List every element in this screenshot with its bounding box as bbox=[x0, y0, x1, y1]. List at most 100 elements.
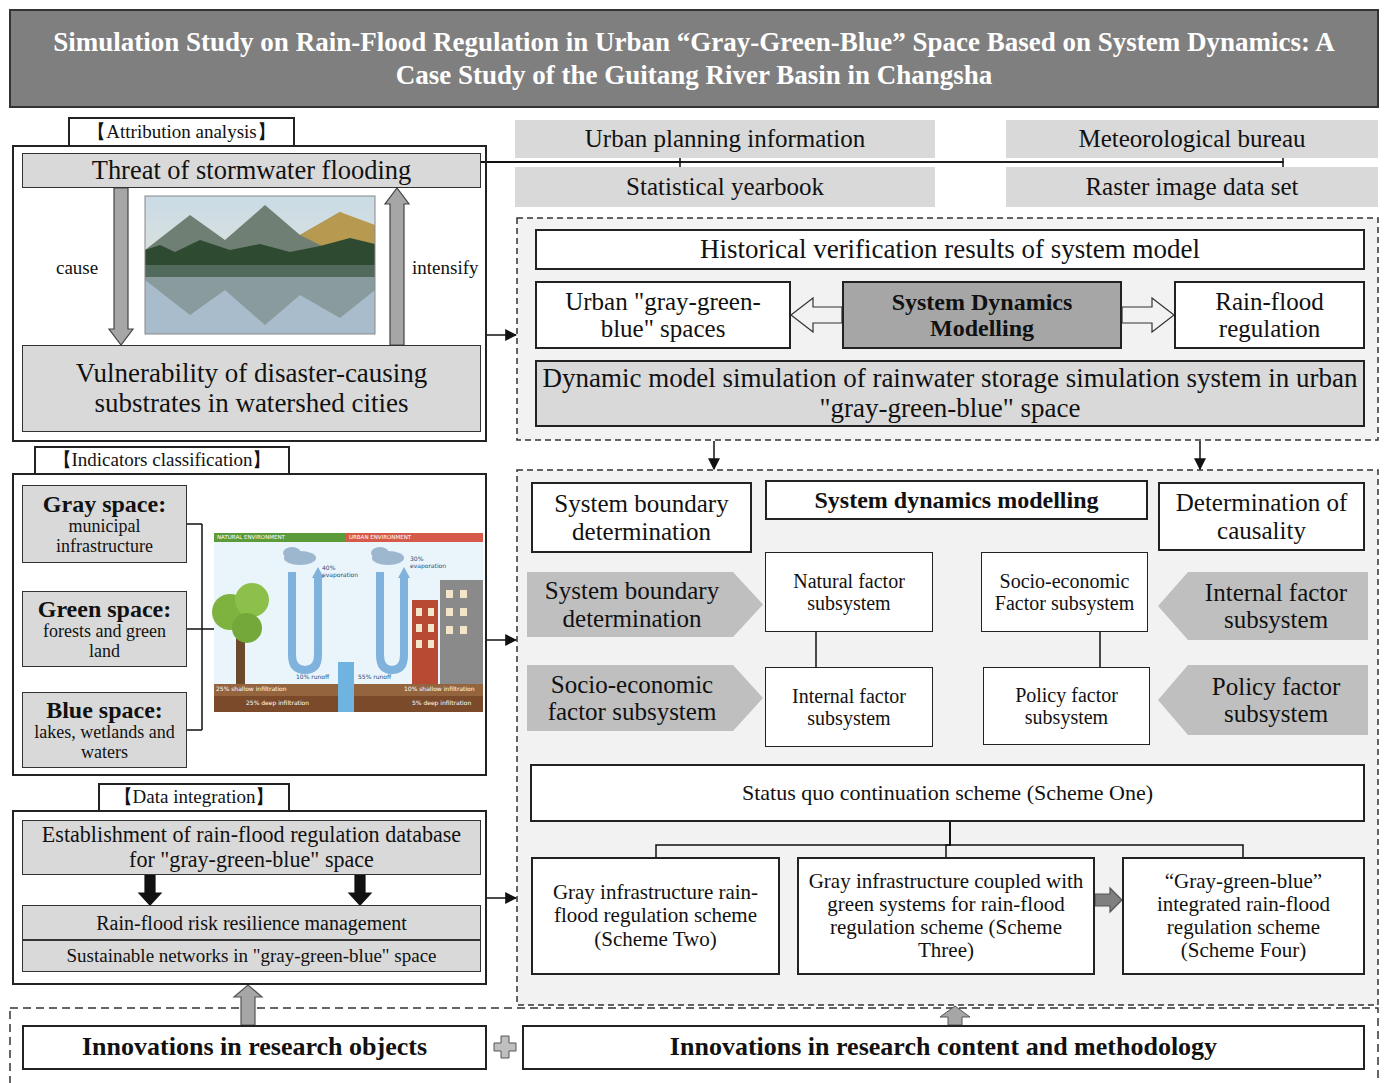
title-text: Simulation Study on Rain-Flood Regulatio… bbox=[10, 10, 1378, 107]
block-arrow bbox=[349, 875, 371, 905]
connector bbox=[816, 632, 817, 667]
node-text: Gray infrastructure rain-flood regulatio… bbox=[538, 881, 773, 950]
node-text: Establishment of rain-flood regulation d… bbox=[28, 823, 475, 872]
connector bbox=[349, 875, 371, 905]
photo-frame bbox=[145, 196, 375, 334]
building bbox=[412, 600, 438, 684]
flow-arrow bbox=[487, 334, 516, 336]
node-text: System Dynamics Modelling bbox=[849, 289, 1115, 342]
photo-mountain bbox=[145, 205, 375, 265]
window bbox=[416, 640, 422, 648]
flow-arrow bbox=[487, 639, 516, 641]
connector-line bbox=[1099, 632, 1101, 667]
photo-sky bbox=[145, 196, 375, 334]
connector bbox=[109, 188, 133, 345]
illustration-label: 40% evaporation bbox=[322, 565, 366, 579]
section-panel: 【Indicators classification】Gray space:mu… bbox=[12, 473, 487, 776]
innovation-box: Innovations in research content and meth… bbox=[522, 1025, 1365, 1070]
node-text: Policy factor subsystem bbox=[989, 684, 1144, 728]
gray-box: Establishment of rain-flood regulation d… bbox=[22, 820, 481, 875]
chevron-fill bbox=[1158, 572, 1368, 640]
node-subtext: lakes, wetlands and waters bbox=[28, 723, 181, 763]
section-panel: 【Data integration】Establishment of rain-… bbox=[12, 810, 487, 985]
window bbox=[446, 590, 453, 598]
window bbox=[460, 608, 467, 616]
node-text: Blue space: bbox=[28, 697, 181, 723]
gray-box: Dynamic model simulation of rainwater st… bbox=[535, 360, 1365, 427]
node-text: Meteorological bureau bbox=[1011, 125, 1373, 153]
process-box: Rain-flood regulation bbox=[1174, 281, 1365, 349]
photo-reflection bbox=[145, 265, 375, 277]
process-box: Policy factor subsystem bbox=[983, 667, 1150, 745]
node-text: Natural factor subsystem bbox=[771, 570, 927, 614]
block-arrow bbox=[139, 875, 161, 905]
window bbox=[416, 608, 422, 616]
node-subtext: forests and green land bbox=[28, 622, 181, 662]
window bbox=[428, 624, 434, 632]
connector bbox=[385, 188, 409, 345]
photo-reflection bbox=[145, 265, 375, 325]
node-text: Internal factor subsystem bbox=[1190, 579, 1362, 634]
node-text: Sustainable networks in "gray-green-blue… bbox=[28, 946, 475, 967]
process-box: Historical verification results of syste… bbox=[535, 229, 1365, 270]
gray-box: Rain-flood risk resilience management bbox=[22, 905, 481, 940]
process-box: Socio-economic Factor subsystem bbox=[981, 552, 1148, 632]
gray-box: Sustainable networks in "gray-green-blue… bbox=[22, 940, 481, 972]
scheme-box: Gray infrastructure rain-flood regulatio… bbox=[531, 857, 780, 975]
illustration-label: 10% runoff bbox=[296, 674, 329, 681]
node-text: Threat of stormwater flooding bbox=[28, 156, 475, 185]
node-text: Status quo continuation scheme (Scheme O… bbox=[537, 781, 1358, 805]
photo-trees bbox=[145, 238, 375, 265]
building bbox=[440, 580, 483, 684]
section-heading: 【Data integration】 bbox=[98, 783, 290, 810]
chevron-box: Policy factor subsystem bbox=[1158, 665, 1368, 735]
source-band: Statistical yearbook bbox=[515, 167, 935, 207]
flow-arrow bbox=[713, 441, 715, 469]
node-text: Green space: bbox=[28, 596, 181, 622]
process-box: Natural factor subsystem bbox=[765, 552, 933, 632]
category-box: Green space:forests and green land bbox=[22, 591, 187, 667]
connector bbox=[656, 822, 950, 857]
tree-canopy bbox=[235, 583, 269, 617]
dashed-panel bbox=[517, 470, 1378, 1005]
node-text: Rain-flood risk resilience management bbox=[28, 912, 475, 934]
node-text: Urban planning information bbox=[520, 125, 930, 153]
source-band: Raster image data set bbox=[1006, 167, 1378, 207]
source-band: Urban planning information bbox=[515, 120, 935, 158]
node-text: System boundary determination bbox=[533, 577, 731, 632]
block-arrow bbox=[1095, 888, 1122, 912]
scheme-box: “Gray-green-blue” integrated rain-flood … bbox=[1122, 857, 1365, 975]
illustration-label: 5% deep infiltration bbox=[412, 700, 471, 707]
building-windows bbox=[416, 590, 467, 648]
node-text: Historical verification results of syste… bbox=[542, 235, 1358, 265]
connector bbox=[950, 822, 1243, 857]
core-box: System Dynamics Modelling bbox=[842, 281, 1122, 349]
connector-line bbox=[656, 822, 950, 857]
water-cycle-arrow bbox=[292, 572, 318, 670]
node-text: Innovations in research content and meth… bbox=[529, 1033, 1358, 1062]
connector bbox=[1100, 632, 1101, 667]
process-box: System boundary determination bbox=[531, 482, 752, 553]
block-arrow bbox=[385, 188, 409, 345]
illustration-sky bbox=[214, 533, 483, 712]
block-arrow bbox=[791, 298, 842, 332]
process-box: Determination of causality bbox=[1158, 482, 1365, 551]
water-cycle-arrow bbox=[380, 572, 404, 670]
node-text: Innovations in research objects bbox=[29, 1033, 480, 1062]
illustration-label: 10% shallow infiltration bbox=[404, 686, 475, 693]
cloud bbox=[371, 547, 389, 559]
process-box: Status quo continuation scheme (Scheme O… bbox=[530, 764, 1365, 822]
section-panel: 【Attribution analysis】Threat of stormwat… bbox=[12, 145, 487, 442]
node-text: Raster image data set bbox=[1011, 173, 1373, 201]
innovation-box: Innovations in research objects bbox=[22, 1025, 487, 1070]
title-band bbox=[10, 10, 1378, 107]
chevron-fill bbox=[527, 665, 763, 731]
illustration-label: 25% deep infiltration bbox=[246, 700, 309, 707]
node-text: Vulnerability of disaster-causing substr… bbox=[28, 359, 475, 418]
node-text: “Gray-green-blue” integrated rain-flood … bbox=[1129, 870, 1358, 962]
node-text: Internal factor subsystem bbox=[771, 685, 927, 729]
process-box: Internal factor subsystem bbox=[765, 667, 933, 747]
up-block-arrow bbox=[940, 1006, 970, 1025]
node-text: Socio-economic Factor subsystem bbox=[987, 570, 1142, 614]
